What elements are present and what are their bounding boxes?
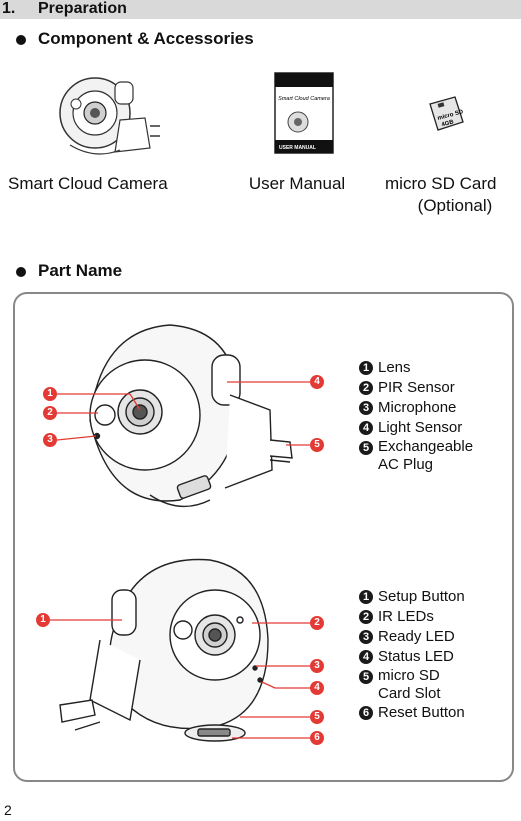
part-name-heading: Part Name — [38, 261, 123, 280]
back-callout-5: 5 — [310, 710, 324, 724]
accessory-images: Smart Cloud Camera USER MANUAL micro SD … — [59, 72, 465, 155]
legend-row: 4 Status LED — [359, 647, 509, 667]
manual-cover-title: Smart Cloud Camera — [278, 96, 330, 102]
user-manual-thumbnail: Smart Cloud Camera USER MANUAL — [274, 72, 334, 154]
legend-number: 2 — [359, 610, 373, 624]
back-callout-2: 2 — [310, 616, 324, 630]
camera-thumbnail — [59, 77, 160, 155]
legend-number: 4 — [359, 650, 373, 664]
front-callout-2: 2 — [43, 406, 57, 420]
back-callout-1: 1 — [36, 613, 50, 627]
legend-row: 4 Light Sensor — [359, 418, 509, 438]
legend-row: 6 Reset Button — [359, 703, 509, 723]
legend-row: 2 IR LEDs — [359, 607, 509, 627]
section-number: 1. — [2, 0, 16, 17]
back-callout-3: 3 — [310, 659, 324, 673]
section-header-bar — [0, 0, 521, 19]
components-heading: Component & Accessories — [38, 29, 254, 48]
front-callout-1: 1 — [43, 387, 57, 401]
legend-label: Lens — [378, 359, 411, 376]
legend-label: micro SD Card Slot — [378, 667, 441, 702]
section-title: Preparation — [38, 0, 127, 17]
legend-label: Microphone — [378, 399, 457, 416]
legend-label: Ready LED — [378, 628, 455, 645]
legend-label: Light Sensor — [378, 419, 463, 436]
legend-row: 5 Exchangeable AC Plug — [359, 438, 509, 474]
legend-number: 1 — [359, 361, 373, 375]
legend-row: 2 PIR Sensor — [359, 378, 509, 398]
micro-sd-card-thumbnail: micro SD 4GB — [429, 96, 465, 131]
legend-label: Status LED — [378, 648, 454, 665]
part-name-panel — [13, 292, 514, 782]
legend-row: 3 Ready LED — [359, 627, 509, 647]
legend-number: 3 — [359, 630, 373, 644]
sd-card-mark-2: 4GB — [441, 119, 455, 128]
manual-cover-footer: USER MANUAL — [279, 145, 316, 151]
back-view-legend: 1 Setup Button 2 IR LEDs 3 Ready LED 4 Statu… — [359, 587, 509, 723]
legend-row: 3 Microphone — [359, 398, 509, 418]
front-callout-4: 4 — [310, 375, 324, 389]
accessory-label-camera: Smart Cloud Camera — [8, 174, 168, 193]
legend-label: Reset Button — [378, 704, 465, 721]
legend-number: 2 — [359, 381, 373, 395]
front-view-legend: 1 Lens 2 PIR Sensor 3 Microphone 4 Light Sen… — [359, 358, 509, 474]
legend-row: 1 Lens — [359, 358, 509, 378]
bullet-part-name — [16, 267, 26, 277]
legend-number: 3 — [359, 401, 373, 415]
legend-label: IR LEDs — [378, 608, 434, 625]
legend-label: Exchangeable AC Plug — [378, 438, 474, 473]
legend-number: 1 — [359, 590, 373, 604]
back-callout-6: 6 — [310, 731, 324, 745]
legend-row: 5 micro SD Card Slot — [359, 667, 509, 703]
legend-number: 4 — [359, 421, 373, 435]
legend-row: 1 Setup Button — [359, 587, 509, 607]
front-callout-3: 3 — [43, 433, 57, 447]
legend-number: 6 — [359, 706, 373, 720]
accessory-note-sd: (Optional) — [417, 196, 493, 215]
bullet-components — [16, 35, 26, 45]
page-number: 2 — [4, 802, 12, 818]
legend-label: PIR Sensor — [378, 379, 455, 396]
accessory-label-sd: micro SD Card — [385, 174, 497, 193]
front-callout-5: 5 — [310, 438, 324, 452]
legend-number: 5 — [359, 670, 373, 684]
accessory-label-manual: User Manual — [248, 174, 346, 193]
back-callout-4: 4 — [310, 681, 324, 695]
legend-label: Setup Button — [378, 588, 465, 605]
legend-number: 5 — [359, 441, 373, 455]
